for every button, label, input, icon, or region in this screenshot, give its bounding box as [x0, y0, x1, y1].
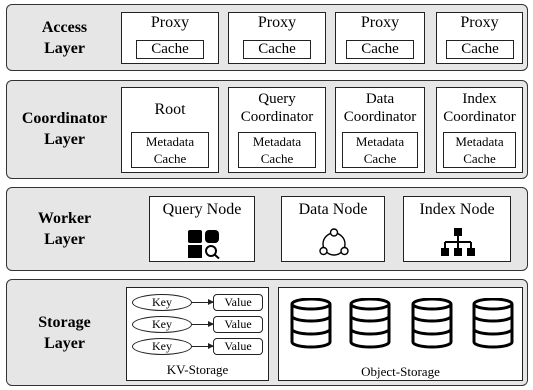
kv-key: Key	[132, 338, 192, 355]
coordinator-title-line2: Coordinator	[443, 109, 516, 125]
coordinator-title: Query Coordinator	[229, 90, 325, 126]
coordinator-title-line1: Data	[365, 91, 395, 107]
access-label-line1: Access	[41, 19, 88, 36]
coordinator-title-line1: Index	[462, 91, 497, 107]
kv-value: Value	[213, 294, 263, 311]
coordinator-label-line1: Coordinator	[21, 110, 108, 127]
database-icon	[290, 298, 332, 349]
data-node-icon	[319, 228, 349, 256]
query-node-title: Query Node	[162, 201, 242, 218]
proxy-box: Proxy Cache	[228, 12, 326, 64]
worker-label-line1: Worker	[37, 210, 92, 227]
metadata-cache: Metadata Cache	[131, 132, 209, 168]
metadata-cache: Metadata Cache	[342, 132, 418, 168]
storage-layer: Storage Layer Key Value Key Value Key Va…	[6, 279, 528, 386]
database-icon	[349, 298, 391, 349]
database-icon	[411, 298, 453, 349]
proxy-cache: Cache	[243, 40, 311, 59]
metadata-cache-line1: Metadata	[145, 134, 195, 149]
data-coordinator-box: Data Coordinator Metadata Cache	[335, 87, 425, 173]
index-coordinator-box: Index Coordinator Metadata Cache	[436, 87, 523, 173]
metadata-cache-line1: Metadata	[252, 134, 302, 149]
kv-key: Key	[132, 316, 192, 333]
kv-value: Value	[213, 338, 263, 355]
proxy-cache: Cache	[446, 40, 514, 59]
proxy-title: Proxy	[257, 14, 297, 31]
data-node-box: Data Node	[281, 196, 385, 262]
proxy-box: Proxy Cache	[121, 12, 219, 64]
proxy-box: Proxy Cache	[436, 12, 523, 64]
kv-storage-caption: KV-Storage	[166, 362, 229, 377]
metadata-cache-line1: Metadata	[355, 134, 405, 149]
coordinator-title-line2: Coordinator	[343, 109, 417, 125]
proxy-title: Proxy	[360, 14, 400, 31]
coordinator-label-line2: Layer	[44, 131, 85, 148]
proxy-title: Proxy	[460, 14, 499, 31]
root-coordinator-box: Root Metadata Cache	[121, 87, 219, 173]
coordinator-title-line1: Root	[154, 101, 186, 118]
worker-layer: Worker Layer Query Node Data Node Index …	[6, 187, 528, 271]
storage-label-line2: Layer	[44, 335, 85, 352]
coordinator-layer-label: Coordinator Layer	[7, 108, 122, 150]
worker-layer-label: Worker Layer	[7, 208, 122, 250]
object-storage-box: Object-Storage	[278, 287, 523, 381]
worker-label-line2: Layer	[44, 231, 85, 248]
kv-arrow	[192, 321, 214, 327]
metadata-cache-line2: Cache	[363, 151, 397, 166]
query-coordinator-box: Query Coordinator Metadata Cache	[228, 87, 326, 173]
database-icon	[472, 298, 514, 349]
storage-layer-label: Storage Layer	[7, 312, 122, 354]
object-storage-caption: Object-Storage	[361, 364, 440, 379]
proxy-cache: Cache	[346, 40, 414, 59]
index-node-icon	[441, 228, 475, 256]
index-node-title: Index Node	[419, 201, 495, 218]
kv-arrow	[192, 299, 214, 305]
metadata-cache: Metadata Cache	[238, 132, 316, 168]
access-label-line2: Layer	[44, 40, 85, 57]
metadata-cache: Metadata Cache	[443, 132, 516, 168]
kv-value: Value	[213, 316, 263, 333]
metadata-cache-line1: Metadata	[455, 134, 504, 149]
query-node-icon	[188, 230, 220, 259]
kv-storage-box: Key Value Key Value Key Value KV-Storage	[126, 287, 269, 381]
proxy-title: Proxy	[150, 14, 190, 31]
coordinator-title: Index Coordinator	[437, 90, 522, 126]
proxy-box: Proxy Cache	[335, 12, 425, 64]
metadata-cache-line2: Cache	[260, 151, 294, 166]
storage-label-line1: Storage	[38, 314, 91, 331]
coordinator-title-line1: Query	[258, 91, 296, 107]
index-node-box: Index Node	[403, 196, 511, 262]
coordinator-title-line2: Coordinator	[240, 109, 314, 125]
query-node-box: Query Node	[149, 196, 255, 262]
kv-arrow	[192, 343, 214, 349]
coordinator-layer: Coordinator Layer Root Metadata Cache Qu…	[6, 80, 528, 179]
metadata-cache-line2: Cache	[153, 151, 187, 166]
metadata-cache-line2: Cache	[463, 151, 496, 166]
proxy-cache: Cache	[136, 40, 204, 59]
data-node-title: Data Node	[298, 201, 368, 218]
kv-key: Key	[132, 294, 192, 311]
coordinator-title: Root	[122, 101, 218, 119]
access-layer: Access Layer Proxy Cache Proxy Cache Pro…	[6, 4, 528, 71]
access-layer-label: Access Layer	[7, 17, 122, 59]
coordinator-title: Data Coordinator	[336, 90, 424, 126]
